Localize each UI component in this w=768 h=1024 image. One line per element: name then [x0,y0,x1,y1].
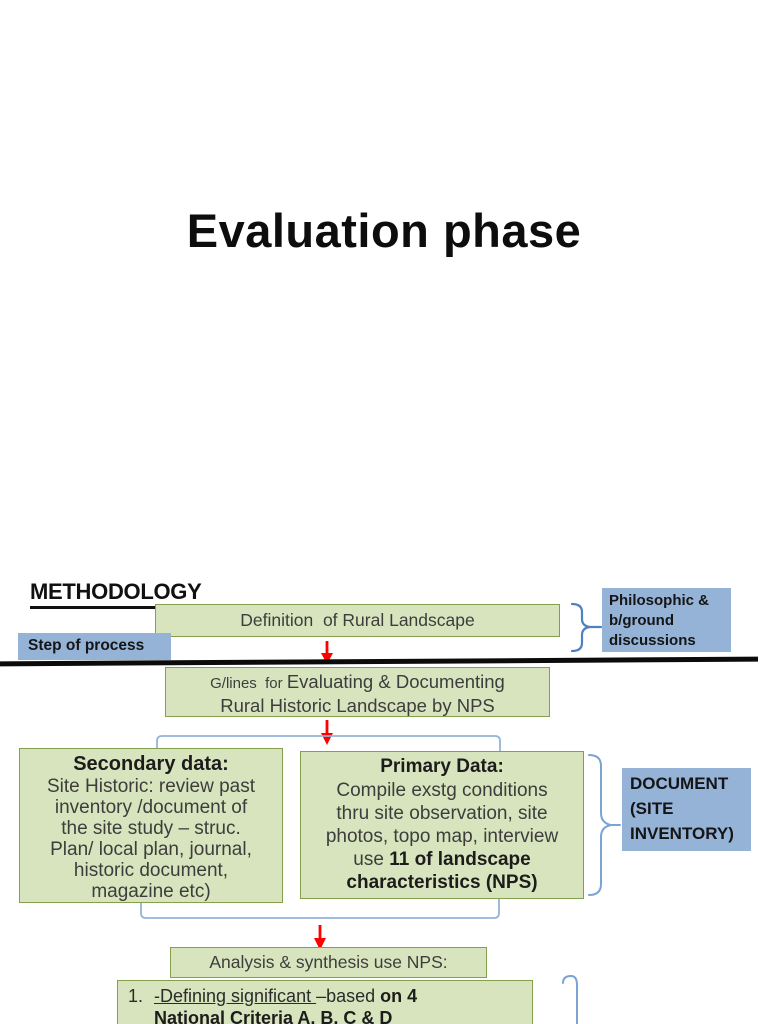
philosophic-brace-icon [570,602,603,653]
criteria-list-number: 1. [128,986,144,1006]
document-note-line: (SITE [630,799,674,818]
primary-data-line: Compile exstg conditions [336,780,548,801]
philosophic-note-line: b/ground [609,612,674,629]
philosophic-note-box: Philosophic & b/ground discussions [602,588,731,652]
secondary-data-line: Plan/ local plan, journal, [50,839,252,860]
step-of-process-label: Step of process [28,637,145,654]
definition-box: Definition of Rural Landscape [155,604,560,637]
criteria-text: -Defining significant –based on 4 Nation… [154,985,417,1024]
step-of-process-label-box: Step of process [18,633,171,660]
primary-data-line: thru site observation, site [336,803,548,824]
criteria-line2: National Criteria A, B, C & D [154,1008,393,1024]
document-inventory-note-box: DOCUMENT (SITE INVENTORY) [622,768,751,851]
methodology-heading: METHODOLOGY [30,579,202,609]
document-note-line: INVENTORY) [630,824,734,843]
criteria-line1: -Defining significant –based on 4 [154,986,418,1006]
criteria-box: 1. -Defining significant –based on 4 Nat… [117,980,533,1024]
down-arrow-icon [321,720,333,745]
secondary-data-box: Secondary data: Site Historic: review pa… [19,748,283,903]
primary-data-heading: Primary Data: [380,756,504,777]
secondary-data-line: historic document, [73,860,229,881]
secondary-data-line: inventory /document of [54,797,248,818]
document-brace-icon [588,754,621,896]
analysis-synthesis-label: Analysis & synthesis use NPS: [209,952,448,972]
criteria-brace-icon [562,974,578,1024]
philosophic-note-line: discussions [609,632,696,649]
primary-data-box: Primary Data: Compile exstg conditions t… [300,751,584,899]
secondary-data-heading: Secondary data: [73,753,229,775]
guidelines-line2: Rural Historic Landscape by NPS [220,695,495,716]
slide-title: Evaluation phase [186,204,582,257]
guidelines-box: G/lines for Evaluating & Documenting Rur… [165,667,550,717]
document-note-line: DOCUMENT [630,774,729,793]
analysis-synthesis-box: Analysis & synthesis use NPS: [170,947,487,978]
primary-data-line: characteristics (NPS) [346,872,538,893]
secondary-data-line: magazine etc) [91,881,211,902]
philosophic-note-line: Philosophic & [609,592,710,609]
primary-data-line: use 11 of landscape [353,849,531,870]
guidelines-line1: G/lines for Evaluating & Documenting [210,671,505,692]
secondary-data-line: the site study – struc. [61,818,241,839]
definition-box-label: Definition of Rural Landscape [240,610,475,630]
secondary-data-line: Site Historic: review past [46,776,255,797]
primary-data-line: photos, topo map, interview [325,826,559,847]
